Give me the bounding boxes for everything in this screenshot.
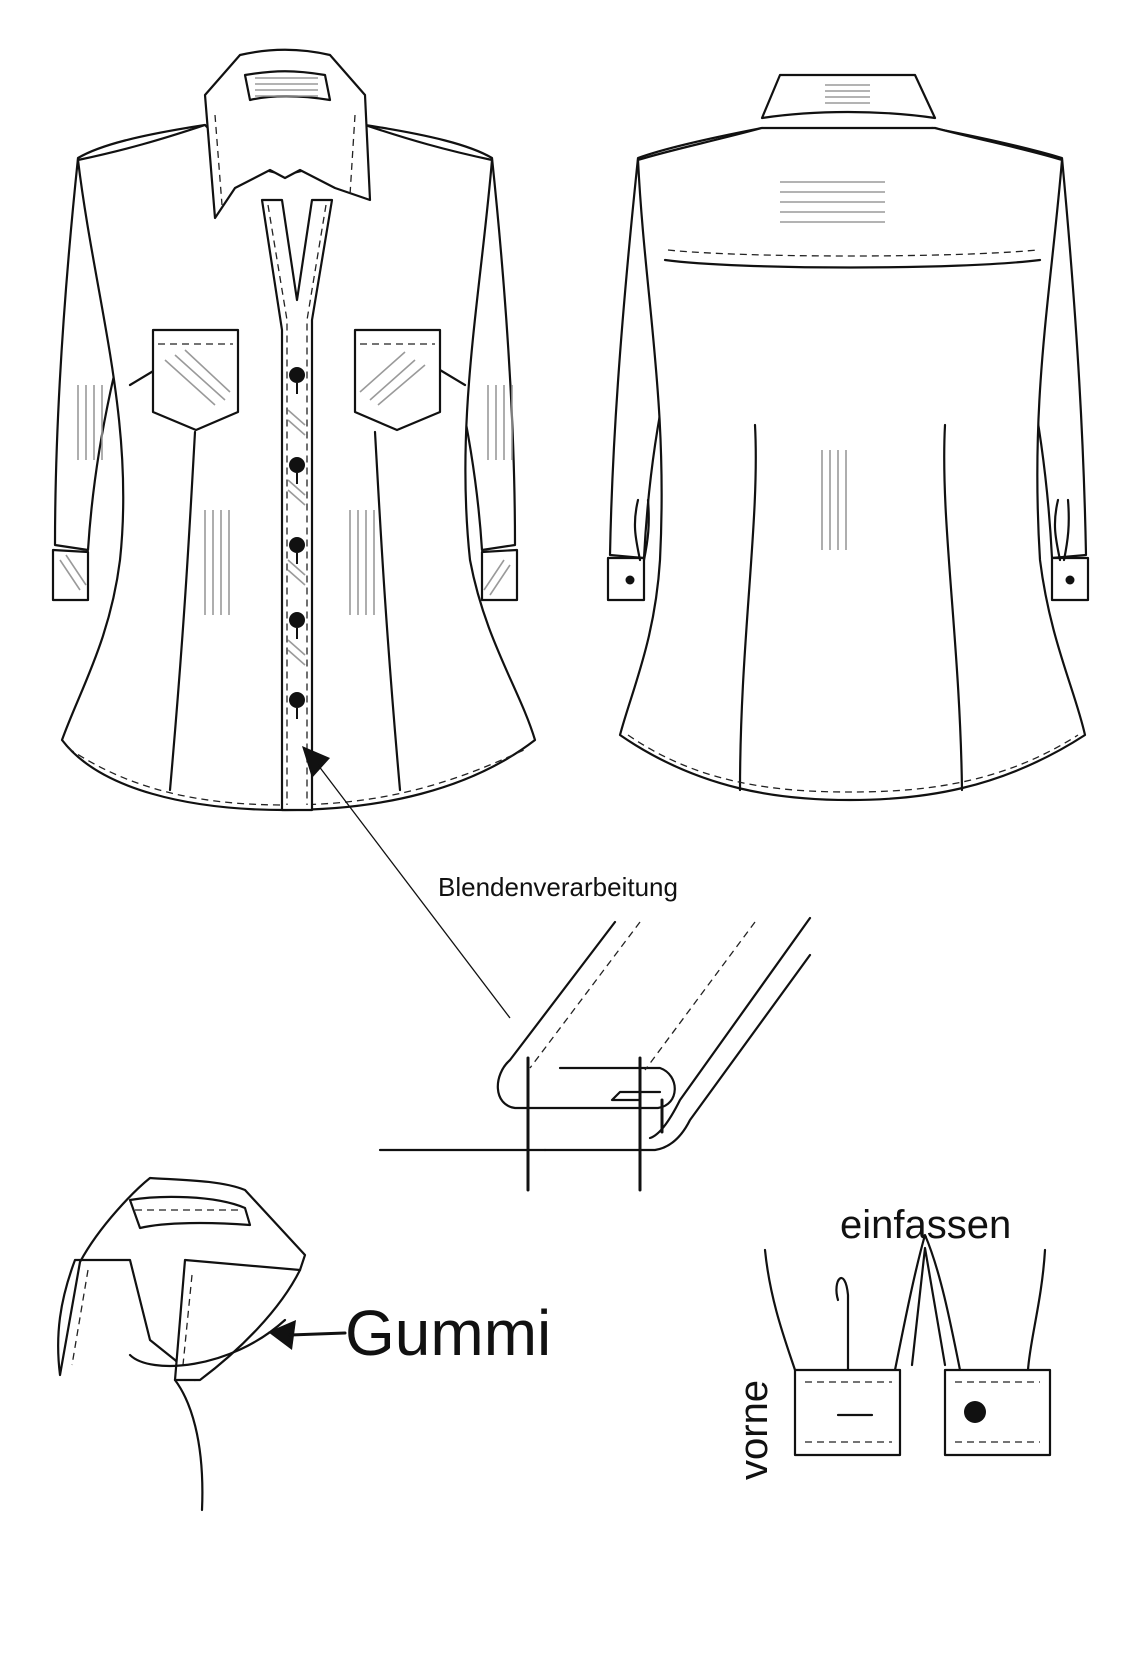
back-hem-stitch (627, 734, 1079, 793)
collar-detail-shape (57, 1176, 307, 1382)
front-buttons (289, 367, 305, 719)
collar-detail-stitch (71, 1209, 240, 1366)
back-left-cuff-button (625, 575, 635, 585)
button (289, 612, 305, 628)
elastic-line (128, 1318, 287, 1368)
back-right-cuff-button (1065, 575, 1075, 585)
back-right-seam (943, 423, 964, 792)
placket-layer-step (610, 1090, 662, 1102)
left-sleeve-grain (77, 385, 103, 460)
pocket-grain (164, 349, 426, 406)
front-right-cuff (480, 548, 519, 602)
collar-detail: Gummi (57, 1176, 551, 1512)
front-left-grain (204, 510, 230, 615)
back-body (618, 126, 1087, 802)
shirt-front-view (51, 48, 537, 1019)
right-sleeve-grain (487, 385, 513, 460)
placket-outer-right (648, 916, 812, 1140)
collar-detail-front-edge (173, 1378, 204, 1512)
placket-stitch-a (529, 921, 641, 1069)
front-left-dart (128, 368, 157, 387)
cuff-grain (59, 554, 511, 596)
button (289, 457, 305, 473)
elastic-arrow-head (268, 1320, 296, 1350)
placket-arrow-head (302, 746, 330, 778)
elastic-label: Gummi (345, 1297, 551, 1369)
front-left-princess-seam (168, 430, 197, 792)
placket-stitch-b (644, 921, 756, 1071)
placket-stitch-left (267, 204, 288, 805)
front-label: vorne (732, 1380, 776, 1480)
elastic-arrow-line (288, 1331, 347, 1337)
back-grain (821, 450, 847, 550)
placket-outer-lower (543, 953, 812, 1152)
collar-detail-stand (128, 1195, 252, 1230)
cuff-placket-tab (835, 1277, 850, 1372)
button (289, 367, 305, 383)
front-right-dart (438, 368, 467, 387)
front-placket (260, 198, 334, 812)
shirt-back-view (606, 73, 1090, 802)
placket-fold-top (496, 920, 676, 1110)
binding-label: einfassen (840, 1203, 1011, 1247)
back-collar-grain (825, 84, 870, 104)
placket-leader-line (317, 764, 511, 1019)
placket-detail-label: Blendenverarbeitung (438, 872, 678, 902)
collar-grain (255, 77, 318, 97)
back-left-seam (738, 423, 757, 792)
placket-grain (287, 409, 306, 666)
cuff-sleeve-left (763, 1248, 797, 1372)
front-right-princess-seam (373, 430, 402, 792)
cuff-slit-binding (893, 1233, 962, 1372)
cuff-back-panel (943, 1368, 1052, 1457)
back-yoke-stitch (667, 249, 1038, 257)
cuff-front-panel (793, 1368, 902, 1457)
placket-detail: Blendenverarbeitung (378, 872, 812, 1192)
collar-detail-lapel (173, 1258, 302, 1382)
front-left-pocket (151, 328, 240, 432)
cuff-button (964, 1401, 986, 1423)
front-right-grain (349, 510, 375, 615)
cuff-detail: einfassen vorne (732, 1203, 1052, 1480)
front-right-pocket (353, 328, 442, 432)
back-left-sleeve-loop (633, 498, 650, 562)
back-yoke-grain (780, 181, 885, 223)
button (289, 692, 305, 708)
placket-stitch-right (306, 204, 327, 805)
cuff-slit-inner (910, 1246, 947, 1367)
back-yoke-seam (663, 258, 1042, 269)
button (289, 537, 305, 553)
back-right-sleeve-loop (1053, 498, 1070, 562)
collar-stitching (214, 114, 356, 206)
cuff-sleeve-right (1026, 1248, 1047, 1372)
